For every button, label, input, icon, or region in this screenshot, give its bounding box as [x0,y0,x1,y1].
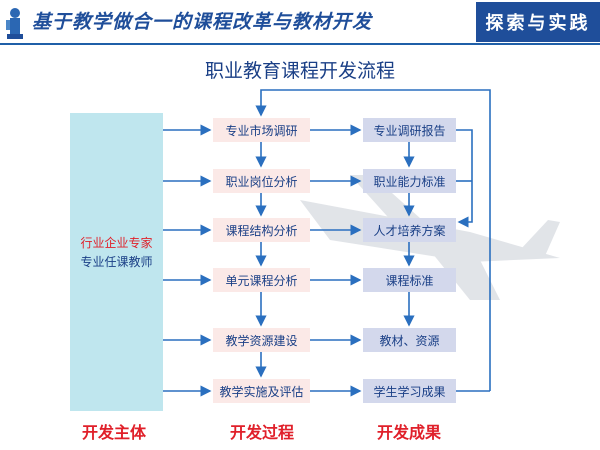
result-research-report: 专业调研报告 [363,118,456,142]
step-course-structure: 课程结构分析 [213,218,310,242]
result-learning-outcomes: 学生学习成果 [363,379,456,403]
step-job-analysis: 职业岗位分析 [213,169,310,193]
result-course-standard: 课程标准 [363,268,456,292]
result-training-plan: 人才培养方案 [363,218,456,242]
section-tag: 探索与实践 [476,2,600,42]
slide-title: 基于教学做合一的课程改革与教材开发 [32,11,373,33]
subject-panel [70,113,163,411]
label-process: 开发过程 [230,423,295,442]
subject-teachers: 专业任课教师 [80,255,153,269]
diagram-title: 职业教育课程开发流程 [204,60,395,82]
subject-experts: 行业企业专家 [80,236,153,250]
label-subject: 开发主体 [82,423,147,442]
statue-logo-icon [6,8,23,39]
result-materials: 教材、资源 [363,328,456,352]
subject-text: 行业企业专家 专业任课教师 [70,234,163,272]
slide-header: 基于教学做合一的课程改革与教材开发 探索与实践 [0,0,600,44]
result-competency-standard: 职业能力标准 [363,169,456,193]
step-unit-course: 单元课程分析 [213,268,310,292]
step-teaching-evaluation: 教学实施及评估 [213,379,310,403]
label-result: 开发成果 [377,423,442,442]
step-resource-building: 教学资源建设 [213,328,310,352]
step-market-research: 专业市场调研 [213,118,310,142]
header-divider [0,43,600,45]
